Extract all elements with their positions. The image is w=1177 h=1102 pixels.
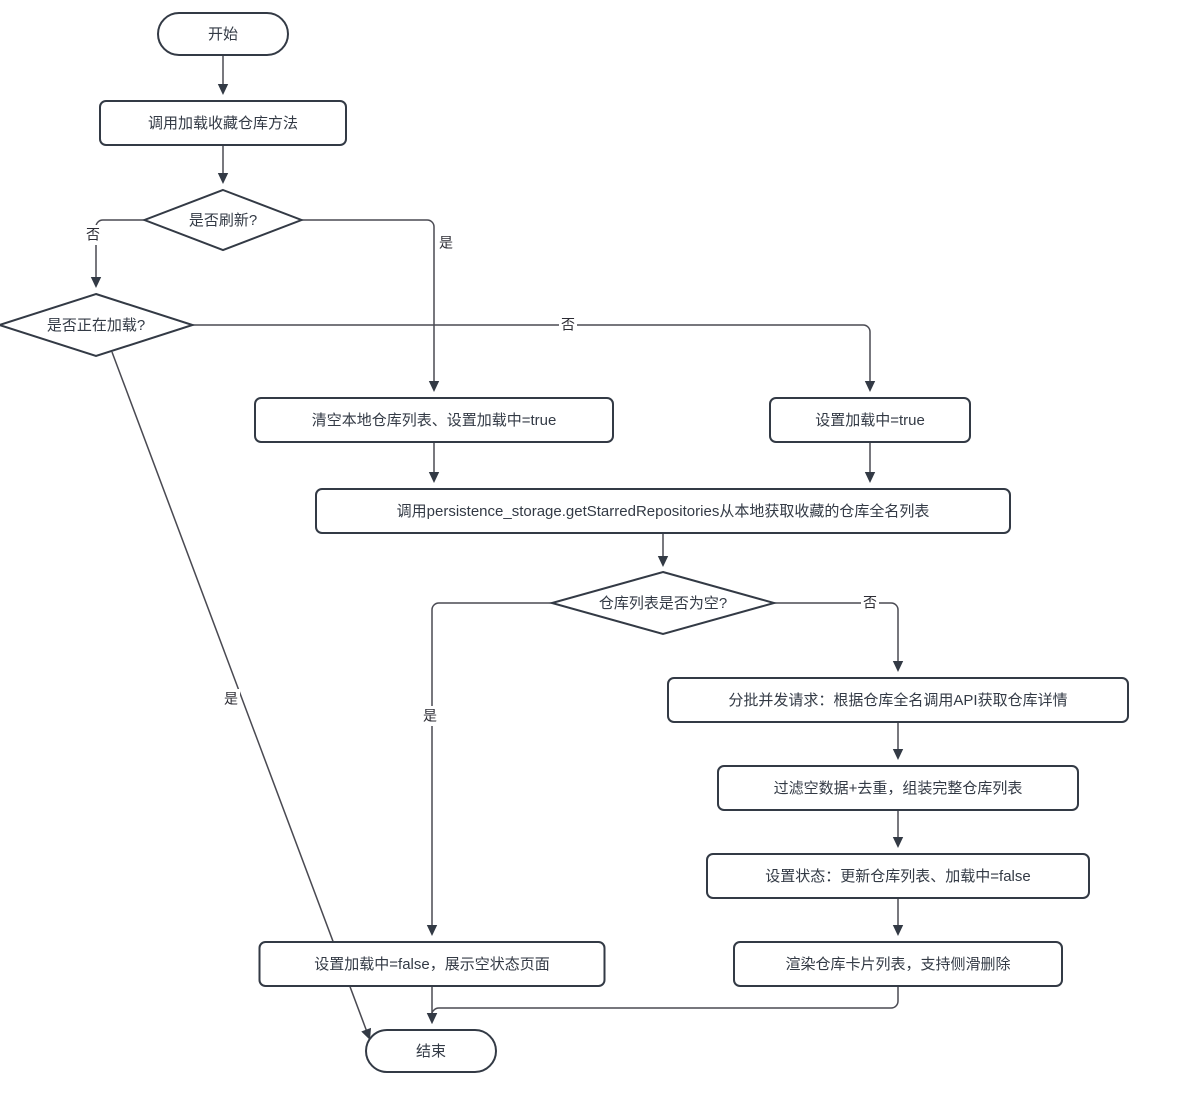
node-shape-rect[interactable] <box>254 397 614 443</box>
flow-node-is_empty[interactable]: 仓库列表是否为空? <box>548 570 778 636</box>
flow-edge: 是 <box>302 219 455 392</box>
flow-edge <box>426 986 899 1024</box>
flow-node-empty_page[interactable]: 设置加载中=false，展示空状态页面 <box>258 941 606 987</box>
edge-line <box>95 219 145 279</box>
flow-edge: 是 <box>421 602 552 936</box>
edge-label: 是 <box>423 708 437 724</box>
flow-node-get_starred[interactable]: 调用persistence_storage.getStarredReposito… <box>315 488 1011 534</box>
node-shape-rect[interactable] <box>315 488 1011 534</box>
edge-label: 是 <box>224 691 238 707</box>
flow-edge <box>892 722 904 760</box>
flow-node-is_refresh[interactable]: 是否刷新? <box>141 188 305 252</box>
flow-node-start[interactable]: 开始 <box>157 12 289 56</box>
node-shape-rect[interactable] <box>733 941 1063 987</box>
edge-label: 否 <box>863 595 877 611</box>
flow-node-batch_req[interactable]: 分批并发请求：根据仓库全名调用API获取仓库详情 <box>667 677 1129 723</box>
edge-line <box>774 602 899 663</box>
edge-label-bg <box>437 233 455 253</box>
edge-arrowhead <box>892 661 904 672</box>
edge-line <box>193 324 871 383</box>
node-shape-diamond[interactable] <box>0 292 196 358</box>
edge-arrowhead <box>428 472 440 483</box>
node-shape-stadium[interactable] <box>365 1029 497 1073</box>
edge-arrowhead <box>217 84 229 95</box>
flow-edge: 否 <box>774 593 904 672</box>
flow-node-clear_local[interactable]: 清空本地仓库列表、设置加载中=true <box>254 397 614 443</box>
node-shape-stadium[interactable] <box>157 12 289 56</box>
flow-node-set_loading[interactable]: 设置加载中=true <box>769 397 971 443</box>
node-shape-diamond[interactable] <box>141 188 305 252</box>
node-shape-rect[interactable] <box>717 765 1079 811</box>
edge-arrowhead <box>426 925 438 936</box>
edge-line <box>302 219 435 383</box>
edge-arrowhead <box>864 472 876 483</box>
flow-edge <box>217 145 229 184</box>
edge-label-bg <box>222 689 240 709</box>
node-shape-rect[interactable] <box>706 853 1090 899</box>
edges-layer: 否是否是是否 <box>84 55 904 1040</box>
edge-label-bg <box>861 593 879 613</box>
edge-arrowhead <box>217 173 229 184</box>
edge-label: 是 <box>439 235 453 251</box>
edge-label: 否 <box>561 317 575 333</box>
flow-edge <box>217 55 229 95</box>
edge-arrowhead <box>892 837 904 848</box>
node-shape-rect[interactable] <box>769 397 971 443</box>
edge-label-bg <box>421 706 439 726</box>
node-shape-rect[interactable] <box>258 941 606 987</box>
flow-node-end[interactable]: 结束 <box>365 1029 497 1073</box>
edge-arrowhead <box>426 1013 438 1024</box>
flow-node-call_load[interactable]: 调用加载收藏仓库方法 <box>99 100 347 146</box>
flow-node-filter_dedup[interactable]: 过滤空数据+去重，组装完整仓库列表 <box>717 765 1079 811</box>
edge-arrowhead <box>864 381 876 392</box>
flow-edge <box>892 898 904 936</box>
edge-arrowhead <box>361 1027 372 1040</box>
edge-label-bg <box>84 225 102 245</box>
flow-edge <box>892 810 904 848</box>
flow-edge <box>428 442 440 483</box>
edge-arrowhead <box>90 277 102 288</box>
flow-node-render_cards[interactable]: 渲染仓库卡片列表，支持侧滑删除 <box>733 941 1063 987</box>
edge-label: 否 <box>86 227 100 243</box>
flow-edge <box>657 533 669 567</box>
node-shape-diamond[interactable] <box>548 570 778 636</box>
edge-line <box>431 986 899 1015</box>
flow-edge: 是 <box>111 351 372 1040</box>
flow-edge: 否 <box>84 219 145 288</box>
edge-arrowhead <box>428 381 440 392</box>
edge-arrowhead <box>892 925 904 936</box>
edge-line <box>431 602 552 927</box>
node-shape-rect[interactable] <box>667 677 1129 723</box>
node-shape-rect[interactable] <box>99 100 347 146</box>
flow-node-set_state[interactable]: 设置状态：更新仓库列表、加载中=false <box>706 853 1090 899</box>
flow-edge <box>864 442 876 483</box>
edge-arrowhead <box>657 556 669 567</box>
flow-node-is_loading[interactable]: 是否正在加载? <box>0 292 196 358</box>
edge-arrowhead <box>892 749 904 760</box>
flow-edge: 否 <box>193 315 876 392</box>
edge-label-bg <box>559 315 577 335</box>
